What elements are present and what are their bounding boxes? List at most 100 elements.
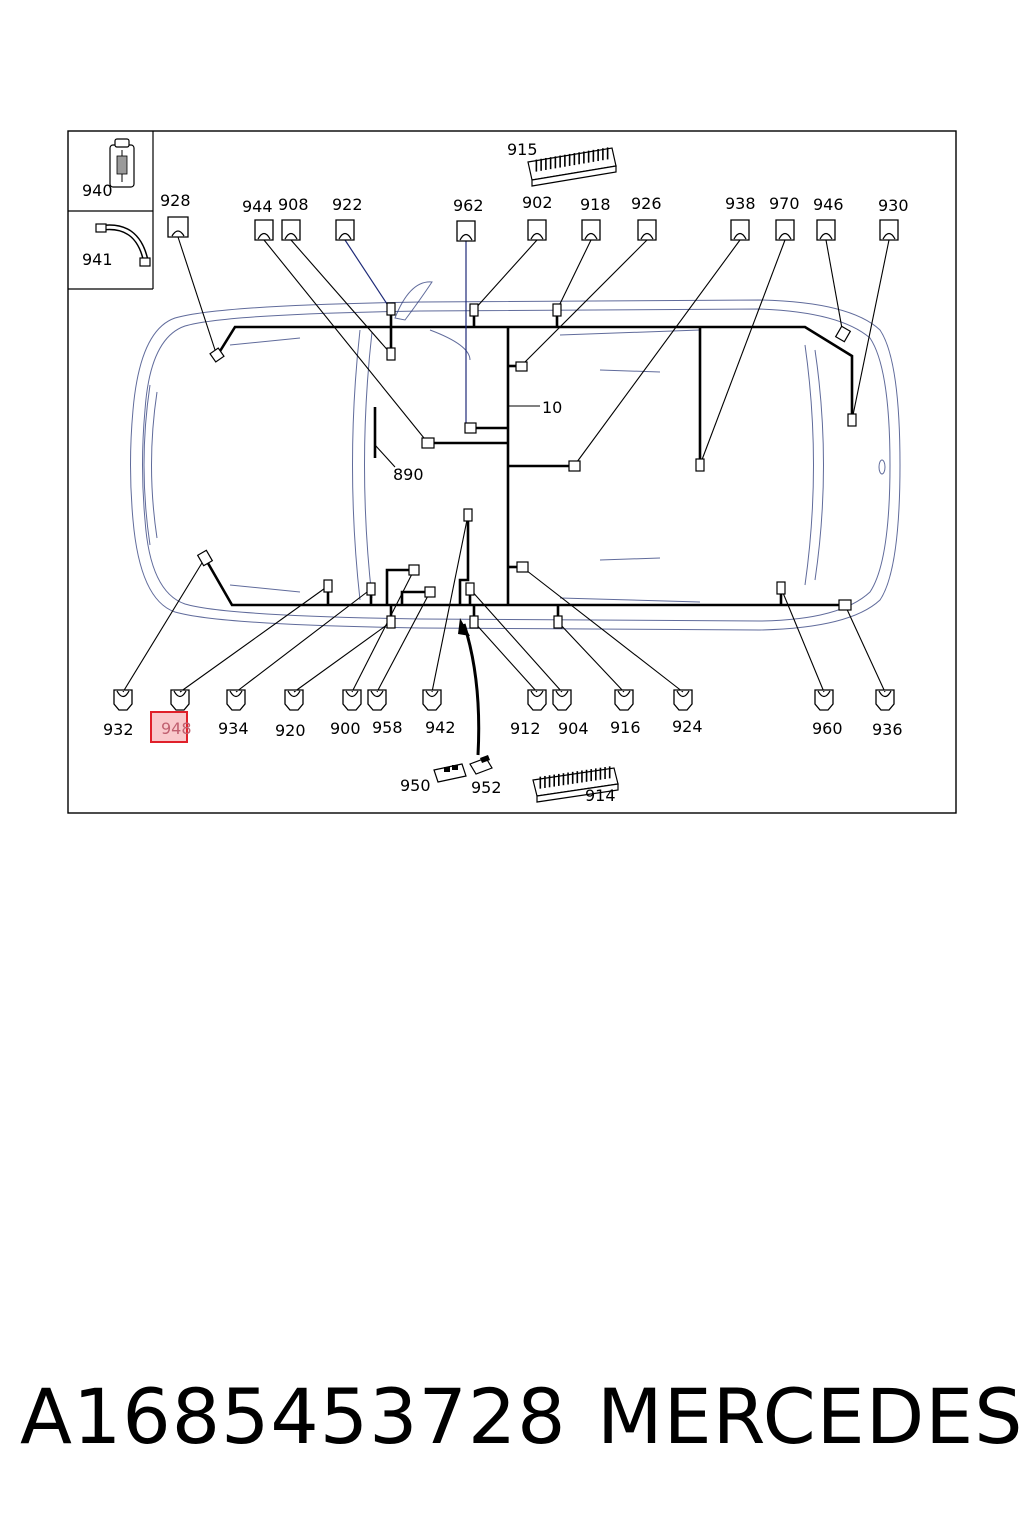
label-946: 946 bbox=[813, 195, 844, 214]
label-890: 890 bbox=[393, 465, 424, 484]
label-962: 962 bbox=[453, 196, 484, 215]
node bbox=[424, 586, 436, 598]
node bbox=[847, 413, 857, 427]
part-941-icon bbox=[95, 223, 151, 267]
connector-915-icon bbox=[527, 147, 617, 187]
label-916: 916 bbox=[610, 718, 641, 737]
node bbox=[366, 582, 376, 596]
connector-916-icon bbox=[614, 689, 634, 711]
label-930: 930 bbox=[878, 196, 909, 215]
highlight-box-948 bbox=[150, 711, 188, 743]
connector-928-icon bbox=[167, 216, 189, 238]
connector-924-icon bbox=[673, 689, 693, 711]
connector-960-icon bbox=[814, 689, 834, 711]
connector-904-icon bbox=[552, 689, 572, 711]
connector-944-icon bbox=[254, 219, 274, 241]
bottom-connectors bbox=[113, 689, 895, 711]
label-926: 926 bbox=[631, 194, 662, 213]
connector-948-icon bbox=[170, 689, 190, 711]
label-952: 952 bbox=[471, 778, 502, 797]
label-918: 918 bbox=[580, 195, 611, 214]
label-944: 944 bbox=[242, 197, 273, 216]
label-941: 941 bbox=[82, 250, 113, 269]
label-960: 960 bbox=[812, 719, 843, 738]
node bbox=[464, 422, 477, 434]
label-932: 932 bbox=[103, 720, 134, 739]
leader-lines bbox=[122, 236, 890, 693]
node bbox=[323, 579, 333, 593]
label-912: 912 bbox=[510, 719, 541, 738]
node bbox=[515, 361, 528, 372]
node bbox=[776, 581, 786, 595]
label-950: 950 bbox=[400, 776, 431, 795]
connector-926-icon bbox=[637, 219, 657, 241]
connector-920-icon bbox=[284, 689, 304, 711]
label-942: 942 bbox=[425, 718, 456, 737]
node bbox=[469, 303, 479, 317]
connector-918-icon bbox=[581, 219, 601, 241]
connector-958-icon bbox=[367, 689, 387, 711]
label-934: 934 bbox=[218, 719, 249, 738]
part-940-icon bbox=[109, 138, 135, 188]
node bbox=[196, 549, 214, 567]
connector-902-icon bbox=[527, 219, 547, 241]
node bbox=[552, 303, 562, 317]
node bbox=[421, 437, 435, 449]
wiring-harness-diagram: 940 941 bbox=[67, 130, 957, 814]
connector-936-icon bbox=[875, 689, 895, 711]
node bbox=[386, 615, 396, 629]
vehicle-outline bbox=[130, 281, 901, 631]
label-902: 902 bbox=[522, 193, 553, 212]
label-958: 958 bbox=[372, 718, 403, 737]
node bbox=[465, 582, 475, 596]
node bbox=[469, 615, 479, 629]
node bbox=[386, 302, 396, 316]
connector-932-icon bbox=[113, 689, 133, 711]
connector-908-icon bbox=[281, 219, 301, 241]
connector-938-icon bbox=[730, 219, 750, 241]
connector-900-icon bbox=[342, 689, 362, 711]
node bbox=[568, 460, 581, 472]
connector-922-icon bbox=[335, 219, 355, 241]
connector-912-icon bbox=[527, 689, 547, 711]
harness-nodes bbox=[196, 302, 857, 629]
node bbox=[386, 347, 396, 361]
label-10: 10 bbox=[542, 398, 562, 417]
node bbox=[516, 561, 529, 573]
connector-970-icon bbox=[775, 219, 795, 241]
label-914: 914 bbox=[585, 786, 616, 805]
main-harness bbox=[203, 310, 854, 622]
label-904: 904 bbox=[558, 719, 589, 738]
label-970: 970 bbox=[769, 194, 800, 213]
connector-934-icon bbox=[226, 689, 246, 711]
node bbox=[695, 458, 705, 472]
node bbox=[838, 599, 852, 611]
node bbox=[209, 347, 225, 363]
connector-962-icon bbox=[456, 220, 476, 242]
label-920: 920 bbox=[275, 721, 306, 740]
part-952-icon bbox=[469, 755, 493, 775]
node bbox=[834, 325, 852, 343]
label-940: 940 bbox=[82, 181, 113, 200]
label-928: 928 bbox=[160, 191, 191, 210]
part-950-icon bbox=[433, 763, 467, 783]
label-900: 900 bbox=[330, 719, 361, 738]
node bbox=[463, 508, 473, 522]
label-948: 948 bbox=[161, 719, 192, 738]
label-938: 938 bbox=[725, 194, 756, 213]
label-936: 936 bbox=[872, 720, 903, 739]
part-number: A1685453728 bbox=[20, 1372, 567, 1461]
arrow-950-952 bbox=[458, 618, 481, 756]
label-924: 924 bbox=[672, 717, 703, 736]
brand-name: MERCEDES bbox=[597, 1372, 1024, 1461]
connector-946-icon bbox=[816, 219, 836, 241]
label-915: 915 bbox=[507, 140, 538, 159]
connector-930-icon bbox=[879, 219, 899, 241]
diagram-frame bbox=[67, 130, 957, 814]
label-908: 908 bbox=[278, 195, 309, 214]
top-connectors bbox=[167, 216, 899, 242]
connector-942-icon bbox=[422, 689, 442, 711]
label-922: 922 bbox=[332, 195, 363, 214]
connector-914-icon bbox=[532, 766, 619, 803]
node bbox=[408, 564, 420, 576]
